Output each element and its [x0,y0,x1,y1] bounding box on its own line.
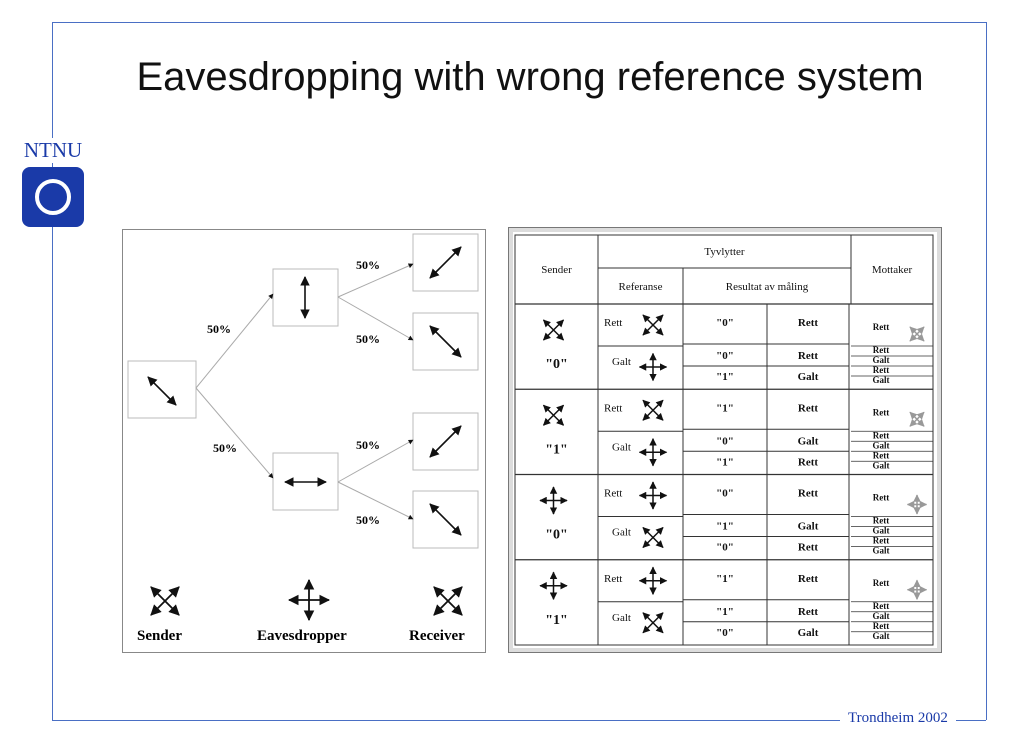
mottaker-result: Rett [873,601,890,611]
ref-basis-icon [642,612,664,634]
sender-bit-label: "0" [545,357,568,372]
ref-label: Galt [612,356,631,368]
measured-result: Rett [798,456,818,468]
mottaker-result: Rett [873,407,890,417]
ref-basis-icon [642,314,664,336]
ntnu-logo-text: NTNU [18,138,88,163]
measured-result: Rett [798,542,818,554]
measured-value: "0" [716,627,734,639]
measured-value: "0" [716,488,734,500]
measured-value: "0" [716,317,734,329]
sender-bit-label: "1" [545,613,568,628]
receiver-basis-icon [433,586,463,616]
slide-frame-top [52,22,986,23]
mottaker-result: Rett [873,450,890,460]
legend-sender-label: Sender [137,628,182,644]
mottaker-result: Rett [873,516,890,526]
legend-eavesdropper-label: Eavesdropper [257,628,347,644]
legend-receiver-label: Receiver [409,628,465,644]
mottaker-result: Rett [873,493,890,503]
table-outer-border [514,234,934,646]
header-sender: Sender [541,264,572,276]
eavesdropping-tree-diagram: 50% 50% 50% 50% 50% 50% Sender Eavesdrop… [122,229,486,653]
header-resultat: Resultat av måling [726,281,809,293]
measured-result: Rett [798,402,818,414]
mottaker-result: Galt [873,375,890,385]
ref-basis-icon [642,526,664,549]
slide-frame-left [52,22,53,720]
measured-result: Galt [798,521,819,533]
ref-label: Rett [604,488,622,500]
measured-value: "1" [716,371,734,383]
measured-result: Rett [798,317,818,329]
measured-value: "1" [716,606,734,618]
prob-label-br: 50% [356,513,380,527]
ref-label: Galt [612,612,631,624]
slide-title: Eavesdropping with wrong reference syste… [136,55,924,99]
sender-basis-icon [542,404,565,426]
mottaker-basis-icon [909,411,925,427]
mottaker-result: Rett [873,536,890,546]
measured-result: Rett [798,488,818,500]
eavesdropper-basis-icon [287,578,331,622]
sender-basis-icon [150,586,180,616]
slide-footer: Trondheim 2002 [840,710,956,727]
mottaker-result: Galt [873,631,890,641]
sender-basis-icon [542,319,565,341]
mottaker-result: Galt [873,440,890,450]
sender-bit-label: "0" [545,528,568,543]
ref-basis-icon [642,399,664,421]
receiver-box-3 [412,412,479,471]
mottaker-result: Rett [873,365,890,375]
measured-value: "1" [716,573,734,585]
slide-frame-right [986,22,987,720]
slide-frame-bottom [52,720,986,721]
mottaker-result: Rett [873,430,890,440]
mottaker-result: Galt [873,611,890,621]
ref-label: Galt [612,527,631,539]
ref-label: Rett [604,402,622,414]
measured-result: Galt [798,435,819,447]
prob-label-bl: 50% [356,438,380,452]
prob-label-tr: 50% [356,332,380,346]
measured-value: "0" [716,435,734,447]
measured-result: Rett [798,606,818,618]
header-mottaker: Mottaker [872,264,913,276]
measured-value: "1" [716,402,734,414]
measured-value: "1" [716,456,734,468]
measured-result: Rett [798,573,818,585]
prob-label-bottom: 50% [213,441,237,455]
measured-value: "1" [716,521,734,533]
measured-result: Rett [798,350,818,362]
measured-result: Galt [798,371,819,383]
prob-label-top: 50% [207,322,231,336]
measured-result: Galt [798,627,819,639]
header-tyvlytter: Tyvlytter [704,246,745,258]
measured-value: "0" [716,542,734,554]
mottaker-result: Galt [873,460,890,470]
mottaker-result: Rett [873,322,890,332]
ref-label: Rett [604,573,622,585]
header-referanse: Referanse [619,281,663,293]
mottaker-result: Galt [873,546,890,556]
mottaker-result: Rett [873,578,890,588]
mottaker-result: Galt [873,355,890,365]
prob-label-tl: 50% [356,258,380,272]
measured-value: "0" [716,350,734,362]
ref-label: Rett [604,317,622,329]
ntnu-logo-icon [22,167,84,227]
mottaker-result: Rett [873,621,890,631]
receiver-box-1 [412,233,479,292]
mottaker-result: Galt [873,526,890,536]
mottaker-result: Rett [873,345,890,355]
tree-svg: 50% 50% 50% 50% 50% 50% Sender Eavesdrop… [127,233,479,644]
ref-label: Galt [612,441,631,453]
sender-photon-box [127,360,197,419]
mottaker-basis-icon [909,326,925,342]
sender-bit-label: "1" [545,442,568,457]
